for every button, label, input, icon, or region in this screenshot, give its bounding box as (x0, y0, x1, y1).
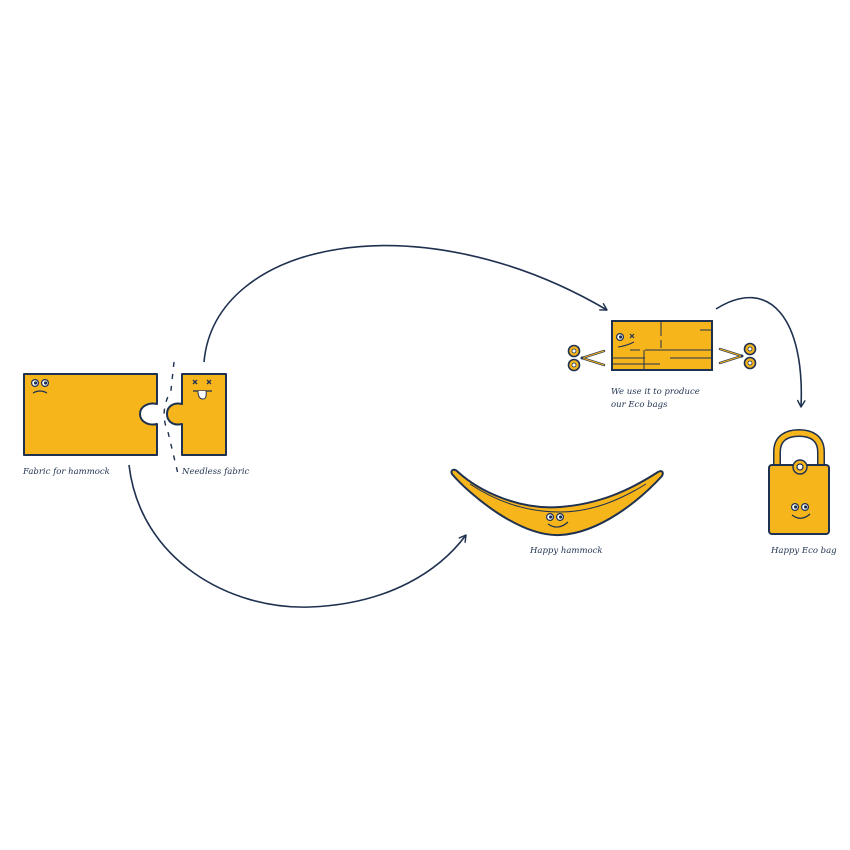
scissors-icon (567, 344, 606, 372)
arrow-icon (128, 464, 467, 608)
label-fabric-for-hammock: Fabric for hammock (23, 467, 110, 477)
label-happy-hammock: Happy hammock (530, 546, 603, 556)
needless-fabric-icon (166, 373, 227, 456)
arrow-icon (203, 244, 608, 363)
hammock-icon (450, 468, 664, 537)
fabric-piece-icon (23, 373, 158, 456)
cut-line (163, 361, 179, 475)
arrow-icon (715, 296, 806, 408)
scissors-icon (718, 342, 757, 370)
label-reuse-line-2: our Eco bags (611, 400, 668, 410)
label-reuse-line-1: We use it to produce (611, 387, 700, 397)
label-needless-fabric: Needless fabric (182, 467, 250, 477)
eco-bag-icon (768, 428, 830, 535)
label-happy-eco-bag: Happy Eco bag (771, 546, 837, 556)
cut-fabric-icon (611, 320, 713, 371)
